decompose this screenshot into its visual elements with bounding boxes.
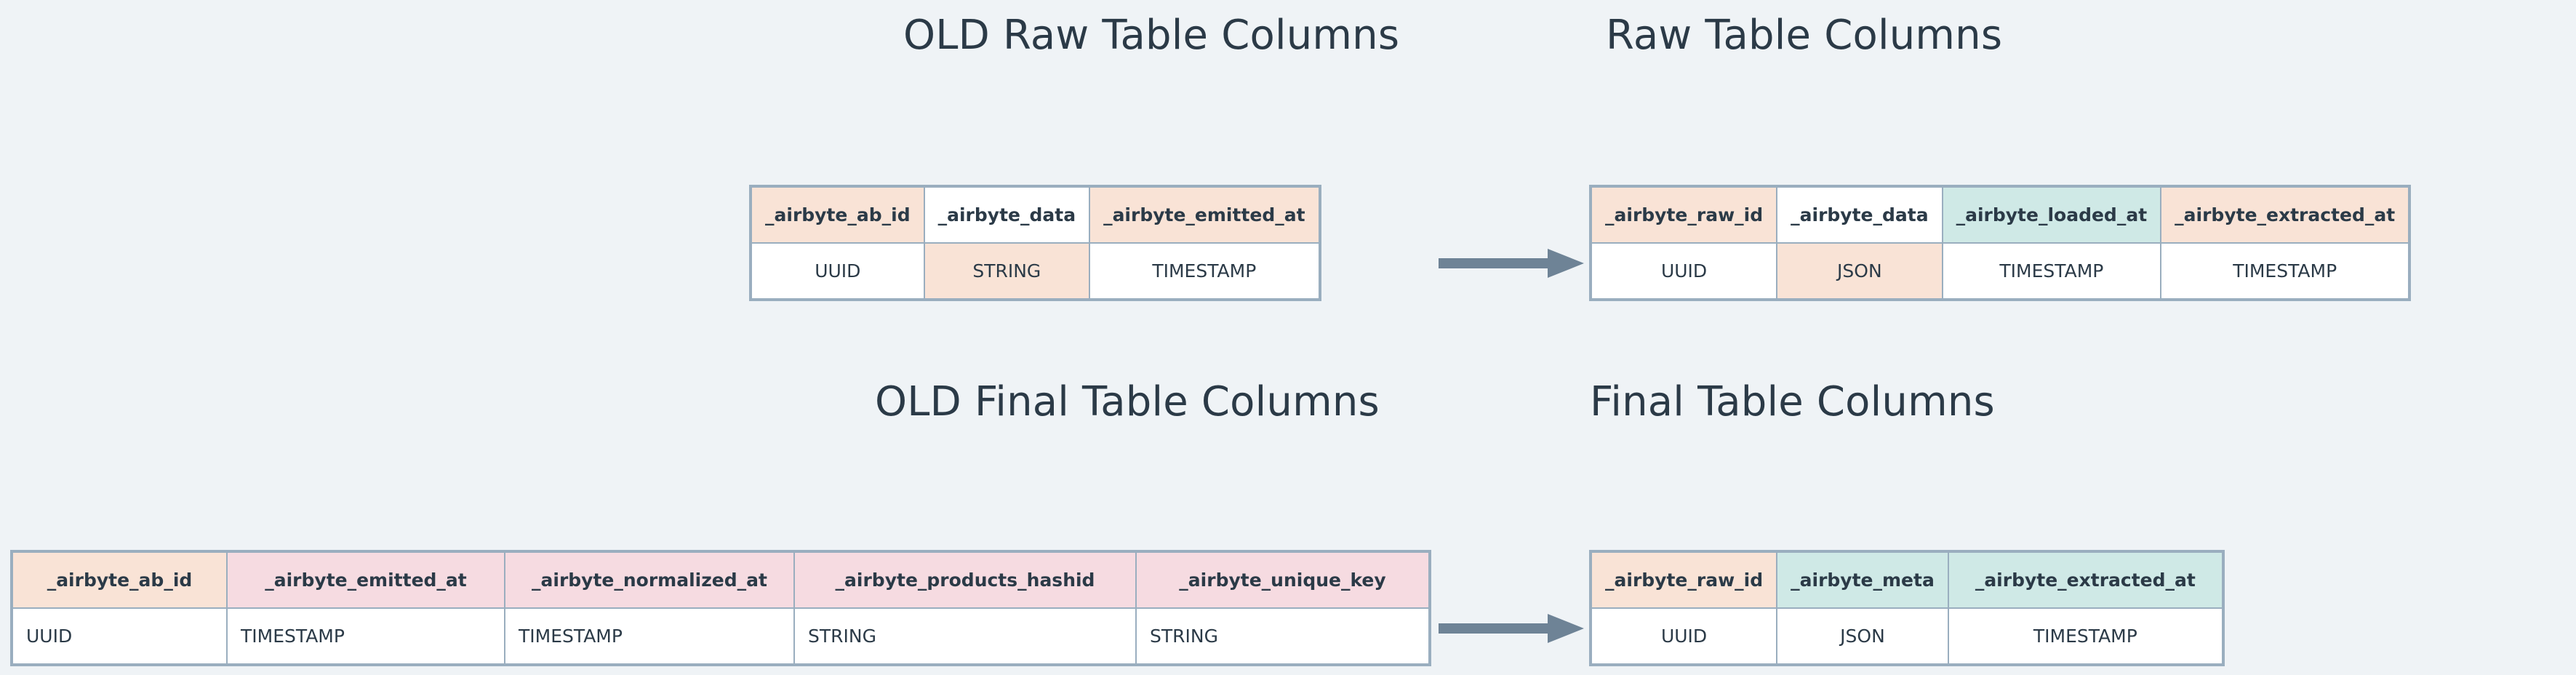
column-header-cell: _airbyte_raw_id [1589, 551, 1778, 609]
table-header-row: _airbyte_ab_id_airbyte_emitted_at_airbyt… [11, 551, 1431, 609]
column-header-cell: _airbyte_loaded_at [1941, 185, 2162, 244]
column-header-cell: _airbyte_unique_key [1135, 551, 1431, 609]
column-header-cell: _airbyte_ab_id [11, 551, 228, 609]
table-header-row: _airbyte_raw_id_airbyte_meta_airbyte_ext… [1589, 551, 2224, 609]
table-old-final-columns: _airbyte_ab_id_airbyte_emitted_at_airbyt… [10, 550, 1431, 666]
table-header-row: _airbyte_ab_id_airbyte_data_airbyte_emit… [750, 185, 1321, 244]
column-header-cell: _airbyte_meta [1776, 551, 1949, 609]
column-header-cell: _airbyte_emitted_at [226, 551, 505, 609]
column-type-cell: TIMESTAMP [1941, 242, 2162, 300]
column-header-cell: _airbyte_emitted_at [1089, 185, 1321, 244]
column-type-cell: UUID [11, 607, 228, 666]
table-header-row: _airbyte_raw_id_airbyte_data_airbyte_loa… [1589, 185, 2411, 244]
column-type-cell: UUID [1589, 242, 1778, 300]
column-type-cell: UUID [1589, 607, 1778, 666]
column-type-cell: STRING [923, 242, 1091, 300]
column-header-cell: _airbyte_extracted_at [1947, 551, 2224, 609]
column-type-cell: JSON [1776, 242, 1943, 300]
column-type-cell: UUID [750, 242, 925, 300]
page-title-new-raw: Raw Table Columns [1606, 12, 2003, 59]
arrow-right-raw-icon [1439, 247, 1584, 279]
table-new-raw-columns: _airbyte_raw_id_airbyte_data_airbyte_loa… [1589, 185, 2412, 301]
column-header-cell: _airbyte_data [923, 185, 1091, 244]
column-type-cell: TIMESTAMP [1947, 607, 2224, 666]
page-title-new-final: Final Table Columns [1590, 378, 1995, 426]
arrow-right-final-icon [1439, 612, 1584, 644]
table-new-final-columns: _airbyte_raw_id_airbyte_meta_airbyte_ext… [1589, 550, 2225, 666]
page-title-old-final: OLD Final Table Columns [875, 378, 1380, 426]
column-header-cell: _airbyte_raw_id [1589, 185, 1778, 244]
column-type-cell: STRING [793, 607, 1137, 666]
column-type-cell: STRING [1135, 607, 1431, 666]
column-header-cell: _airbyte_ab_id [750, 185, 925, 244]
column-header-cell: _airbyte_data [1776, 185, 1943, 244]
column-type-cell: TIMESTAMP [2160, 242, 2411, 300]
column-header-cell: _airbyte_extracted_at [2160, 185, 2411, 244]
column-header-cell: _airbyte_normalized_at [504, 551, 795, 609]
column-type-cell: TIMESTAMP [1089, 242, 1321, 300]
column-type-cell: TIMESTAMP [504, 607, 795, 666]
column-type-cell: JSON [1776, 607, 1949, 666]
page-title-old-raw: OLD Raw Table Columns [903, 12, 1400, 59]
column-header-cell: _airbyte_products_hashid [793, 551, 1137, 609]
column-type-cell: TIMESTAMP [226, 607, 505, 666]
table-old-raw-columns: _airbyte_ab_id_airbyte_data_airbyte_emit… [749, 185, 1321, 301]
